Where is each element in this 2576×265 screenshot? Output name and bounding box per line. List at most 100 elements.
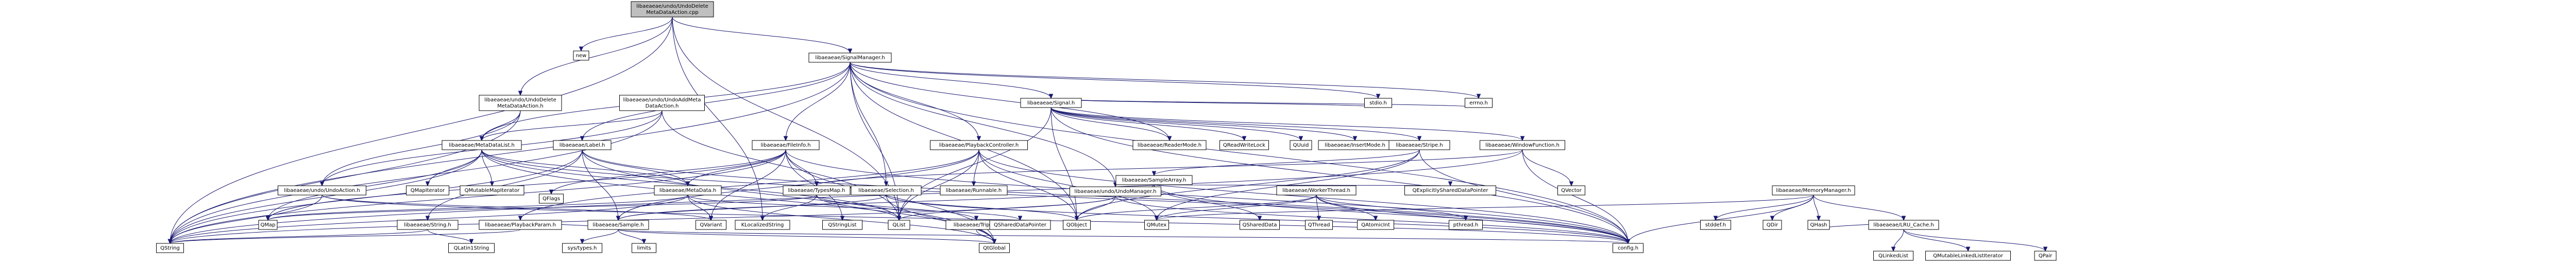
node-qmutable-map-iterator[interactable]: QMutableMapIterator: [460, 185, 524, 196]
node-qlist[interactable]: QList: [888, 220, 910, 230]
edge-signal-to-errno: [1050, 98, 1479, 108]
node-label[interactable]: libaeaeae/Label.h: [553, 140, 612, 150]
node-lrucache[interactable]: libaeaeae/LRU_Cache.h: [1868, 220, 1939, 230]
node-box: [1613, 243, 1643, 253]
node-errno[interactable]: errno.h: [1465, 98, 1493, 108]
node-limits[interactable]: limits: [632, 243, 656, 253]
node-qmap[interactable]: QMap: [258, 220, 278, 230]
node-new[interactable]: new: [573, 50, 589, 61]
edge-lrucache-to-qpair: [1903, 229, 2046, 252]
node-undo-action[interactable]: libaeaeae/undo/UndoAction.h: [278, 185, 366, 196]
node-label: libaeaeae/SampleArray.h: [1122, 178, 1187, 183]
node-stripe[interactable]: libaeaeae/Stripe.h: [1388, 140, 1450, 150]
node-runnable[interactable]: libaeaeae/Runnable.h: [940, 185, 1008, 196]
node-qstring-list[interactable]: QStringList: [822, 220, 862, 230]
node-label: MetaDataAction.h: [497, 103, 544, 109]
edge-arrowhead: [1463, 216, 1468, 221]
node-file-info[interactable]: libaeaeae/FileInfo.h: [752, 140, 820, 150]
node-stddef[interactable]: stddef.h: [1700, 220, 1731, 230]
node-box: [1305, 220, 1333, 230]
node-meta-data[interactable]: libaeaeae/MetaData.h: [654, 185, 722, 196]
node-window-function[interactable]: libaeaeae/WindowFunction.h: [1480, 140, 1565, 150]
node-qstring[interactable]: QString: [156, 243, 184, 253]
node-qread-write-lock[interactable]: QReadWriteLock: [1219, 140, 1269, 150]
node-reader-mode[interactable]: libaeaeae/ReaderMode.h: [1132, 140, 1207, 150]
node-qshared-data[interactable]: QSharedData: [1240, 220, 1280, 230]
edges-layer: [167, 16, 2048, 252]
node-types-map[interactable]: libaeaeae/TypesMap.h: [783, 185, 851, 196]
edge-file-info-to-qmap: [267, 149, 786, 221]
node-meta-data-list[interactable]: libaeaeae/MetaDataList.h: [442, 140, 522, 150]
edge-undo-add-mda-to-qlist: [662, 110, 900, 221]
node-undo-delete-mda[interactable]: libaeaeae/undo/UndoDeleteMetaDataAction.…: [479, 95, 562, 111]
node-box: [619, 95, 705, 111]
node-playback-controller[interactable]: libaeaeae/PlaybackController.h: [930, 140, 1028, 150]
edge-sample-to-systypes: [582, 229, 619, 244]
node-label: config.h: [1618, 245, 1638, 251]
edge-undo-delete-mda-to-meta-data-list: [481, 110, 521, 141]
node-qflags[interactable]: QFlags: [539, 193, 564, 204]
node-box: [1449, 220, 1483, 230]
node-systypes[interactable]: sys/types.h: [562, 243, 602, 253]
edge-undo-action-to-qstring: [170, 195, 323, 244]
node-stdio[interactable]: stdio.h: [1364, 98, 1392, 108]
node-qatomic-int[interactable]: QAtomicInt: [1357, 220, 1394, 230]
node-config[interactable]: config.h: [1613, 243, 1643, 253]
edge-selection-to-qobject: [886, 195, 1077, 221]
node-label: QList: [892, 222, 905, 228]
edge-undo-add-mda-to-meta-data-list: [481, 110, 663, 141]
node-qt-global[interactable]: QtGlobal: [979, 243, 1010, 253]
node-qshared-data-pointer[interactable]: QSharedDataPointer: [989, 220, 1051, 230]
node-qmutex[interactable]: QMutex: [1144, 220, 1169, 230]
node-selection[interactable]: libaeaeae/Selection.h: [851, 185, 922, 196]
node-playback-param[interactable]: libaeaeae/PlaybackParam.h: [479, 220, 562, 230]
node-insert-mode[interactable]: libaeaeae/InsertMode.h: [1318, 140, 1392, 150]
edge-undo-manager-to-config: [1115, 196, 1629, 244]
node-qexplicitly-shared-data-pointer[interactable]: QExplicitlySharedDataPointer: [1404, 185, 1496, 196]
node-qlatin1string[interactable]: QLatin1String: [448, 243, 495, 253]
node-qobject[interactable]: QObject: [1063, 220, 1091, 230]
node-box: [278, 185, 366, 196]
node-qhash[interactable]: QHash: [1807, 220, 1830, 230]
node-root[interactable]: libaeaeae/undo/UndoDeleteMetaDataAction.…: [631, 1, 714, 17]
node-label: QMap: [261, 222, 276, 228]
edge-worker-thread-to-qobject: [1076, 195, 1317, 221]
node-klocalized-string[interactable]: KLocalizedString: [735, 220, 790, 230]
edge-arrowhead: [1891, 246, 1896, 252]
nodes-layer: libaeaeae/undo/UndoDeleteMetaDataAction.…: [156, 1, 2057, 261]
node-qvariant[interactable]: QVariant: [696, 220, 726, 230]
edge-selection-to-sample: [618, 195, 887, 221]
edge-signal-to-insert-mode: [1050, 107, 1355, 141]
node-sample[interactable]: libaeaeae/Sample.h: [587, 220, 649, 230]
node-qlinked-list[interactable]: QLinkedList: [1873, 251, 1913, 261]
edge-sample-to-config: [618, 229, 1629, 244]
node-qmutable-linked-list-iterator[interactable]: QMutableLinkedListIterator: [1925, 251, 2011, 261]
node-label: stddef.h: [1705, 222, 1726, 228]
node-qdir[interactable]: QDir: [1762, 220, 1782, 230]
node-quuid[interactable]: QUuid: [1290, 140, 1312, 150]
node-memory-manager[interactable]: libaeaeae/MemoryManager.h: [1772, 185, 1855, 196]
node-worker-thread[interactable]: libaeaeae/WorkerThread.h: [1276, 185, 1357, 196]
node-signal-manager[interactable]: libaeaeae/SignalManager.h: [808, 52, 892, 63]
edge-worker-thread-to-qatomic-int: [1316, 195, 1376, 221]
node-qpair[interactable]: QPair: [2034, 251, 2057, 261]
edge-arrowhead: [549, 189, 554, 195]
node-label: QVector: [1561, 188, 1582, 193]
node-pthread[interactable]: pthread.h: [1449, 220, 1483, 230]
node-signal[interactable]: libaeaeae/Signal.h: [1020, 98, 1082, 108]
node-box: [406, 185, 449, 196]
node-qvector[interactable]: QVector: [1557, 185, 1585, 196]
node-qmap-iterator[interactable]: QMapIterator: [406, 185, 449, 196]
node-label: libaeaeae/undo/UndoAction.h: [284, 188, 360, 193]
node-box: [851, 185, 922, 196]
node-qthread[interactable]: QThread: [1305, 220, 1333, 230]
node-label: libaeaeae/Stripe.h: [1396, 143, 1443, 148]
node-sample-array[interactable]: libaeaeae/SampleArray.h: [1115, 175, 1193, 185]
node-label: QPair: [2039, 253, 2053, 259]
node-undo-manager[interactable]: libaeaeae/undo/UndoManager.h: [1070, 186, 1161, 197]
node-string[interactable]: libaeaeae/String.h: [397, 220, 459, 230]
edge-stripe-to-config: [1419, 149, 1629, 244]
edge-signal-to-config: [1050, 107, 1629, 244]
edge-arrowhead: [971, 181, 976, 187]
